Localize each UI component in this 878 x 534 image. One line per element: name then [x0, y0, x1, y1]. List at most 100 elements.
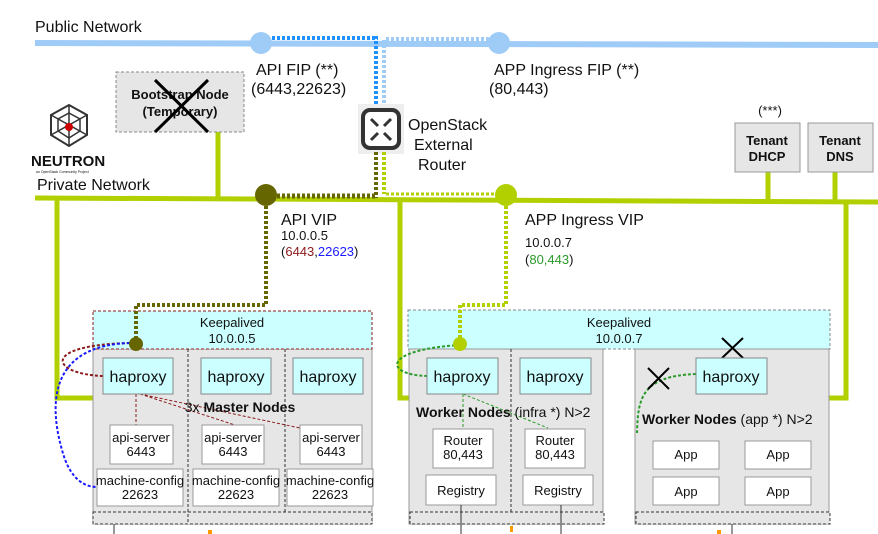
worker-keepalived-label: Keepalived	[587, 315, 651, 330]
tenant-dhcp-label-2: DHCP	[749, 149, 786, 164]
tenant-dns-label-2: DNS	[826, 149, 854, 164]
haproxy-box	[292, 357, 364, 395]
tenant-dhcp-box	[734, 122, 801, 173]
worker-keepalived	[407, 309, 831, 350]
api-vip-label: API VIP	[281, 212, 337, 229]
api-server-box: api-server 6443	[299, 424, 363, 465]
haproxy-label: haproxy	[300, 369, 357, 386]
api-server-label: api-server	[204, 430, 262, 445]
api-vip-node	[255, 184, 277, 206]
api-server-label: api-server	[112, 430, 170, 445]
router-box-ports: 80,443	[443, 447, 483, 462]
app-vip-label: APP Ingress VIP	[525, 212, 644, 229]
app-fip-ports: (80,443)	[489, 81, 549, 98]
router-label-2: External	[414, 137, 473, 154]
haproxy-label: haproxy	[110, 369, 167, 386]
app-box: App	[744, 440, 812, 470]
tenant-dns-label-1: Tenant	[819, 133, 861, 148]
neutron-logo-tagline: an OpenStack Community Project	[36, 170, 89, 174]
router-icon	[361, 108, 401, 150]
app-worker-cluster: haproxy Worker Nodes (app *) N>2 App App…	[634, 337, 831, 534]
app-fip-node	[488, 32, 510, 54]
removed-x-icon	[153, 78, 210, 134]
infra-title: Worker Nodes (infra *) N>2	[416, 404, 591, 420]
machine-config-port: 22623	[122, 487, 158, 502]
tenant-dns-box	[807, 122, 874, 173]
neutron-logo-text: NEUTRON	[31, 153, 105, 170]
app-label: App	[766, 447, 789, 462]
bootstrap-node	[115, 71, 245, 133]
machine-config-port: 22623	[312, 487, 348, 502]
app-title: Worker Nodes (app *) N>2	[642, 411, 813, 427]
haproxy-label: haproxy	[208, 369, 265, 386]
master-cluster: Keepalived 10.0.0.5 haproxy haproxy hapr…	[54, 206, 374, 534]
app-label: App	[674, 484, 697, 499]
app-vip-ip: 10.0.0.7	[525, 235, 572, 250]
infra-private-link	[397, 198, 409, 401]
api-fip-label: API FIP (**)	[256, 62, 338, 79]
router-box-label: Router	[535, 433, 575, 448]
app-vip-node	[495, 184, 517, 206]
router-box-label: Router	[443, 433, 483, 448]
app-vip-ports: (80,443)	[525, 252, 573, 267]
app-box: App	[652, 440, 720, 470]
haproxy-box	[695, 357, 768, 395]
disabled-x-icon	[721, 337, 744, 359]
api-vip-ports: (6443,22623)	[281, 244, 358, 259]
registry-label: Registry	[534, 483, 582, 498]
machine-config-label: machine-config	[286, 473, 374, 488]
machine-config-port: 22623	[218, 487, 254, 502]
master-keepalived-label: Keepalived	[200, 315, 264, 330]
worker-keepalived-ip: 10.0.0.7	[596, 331, 643, 346]
haproxy-label: haproxy	[703, 369, 760, 386]
api-server-port: 6443	[127, 444, 156, 459]
app-private-link	[829, 200, 849, 401]
public-network-line	[34, 40, 878, 48]
tenant-dhcp-label-1: Tenant	[746, 133, 788, 148]
master-private-link	[54, 198, 93, 401]
app-box: App	[652, 476, 720, 506]
router-box: Router 80,443	[432, 428, 494, 469]
machine-config-label: machine-config	[192, 473, 280, 488]
haproxy-box	[519, 357, 592, 395]
private-network-line	[34, 195, 878, 205]
master-keepalived-ip: 10.0.0.5	[209, 331, 256, 346]
registry-label: Registry	[437, 483, 485, 498]
api-vip-ip: 10.0.0.5	[281, 228, 328, 243]
api-server-box: api-server 6443	[109, 424, 174, 465]
tenant-note: (***)	[758, 103, 782, 118]
registry-box: Registry	[522, 474, 594, 506]
app-fip-label: APP Ingress FIP (**)	[494, 62, 639, 79]
infra-worker-cluster: haproxy haproxy Worker Nodes (infra *) N…	[396, 206, 605, 534]
machine-config-box: machine-config 22623	[96, 468, 184, 507]
haproxy-box	[102, 357, 174, 395]
router-box-ports: 80,443	[535, 447, 575, 462]
router-label-3: Router	[418, 157, 467, 174]
router-box: Router 80,443	[524, 428, 586, 469]
registry-box: Registry	[425, 474, 497, 506]
haproxy-box	[426, 357, 499, 395]
haproxy-label: haproxy	[434, 369, 491, 386]
bootstrap-label-1: Bootstrap Node	[131, 87, 229, 102]
neutron-logo: NEUTRON an OpenStack Community Project	[31, 103, 105, 174]
bootstrap-label-2: (Temporary)	[143, 104, 218, 119]
app-label: App	[674, 447, 697, 462]
api-server-label: api-server	[302, 430, 360, 445]
app-label: App	[766, 484, 789, 499]
api-fip-node	[250, 32, 272, 54]
public-network-label: Public Network	[35, 19, 143, 36]
api-server-port: 6443	[317, 444, 346, 459]
machine-config-box: machine-config 22623	[286, 468, 374, 507]
machine-config-box: machine-config 22623	[192, 468, 280, 507]
router-label-1: OpenStack	[408, 117, 488, 134]
haproxy-box	[200, 357, 272, 395]
private-network-label: Private Network	[37, 177, 151, 194]
machine-config-label: machine-config	[96, 473, 184, 488]
api-fip-ports: (6443,22623)	[251, 81, 346, 98]
disabled-x-icon	[647, 367, 670, 390]
app-box: App	[744, 476, 812, 506]
haproxy-label: haproxy	[527, 369, 584, 386]
api-server-port: 6443	[219, 444, 248, 459]
api-server-box: api-server 6443	[201, 424, 265, 465]
